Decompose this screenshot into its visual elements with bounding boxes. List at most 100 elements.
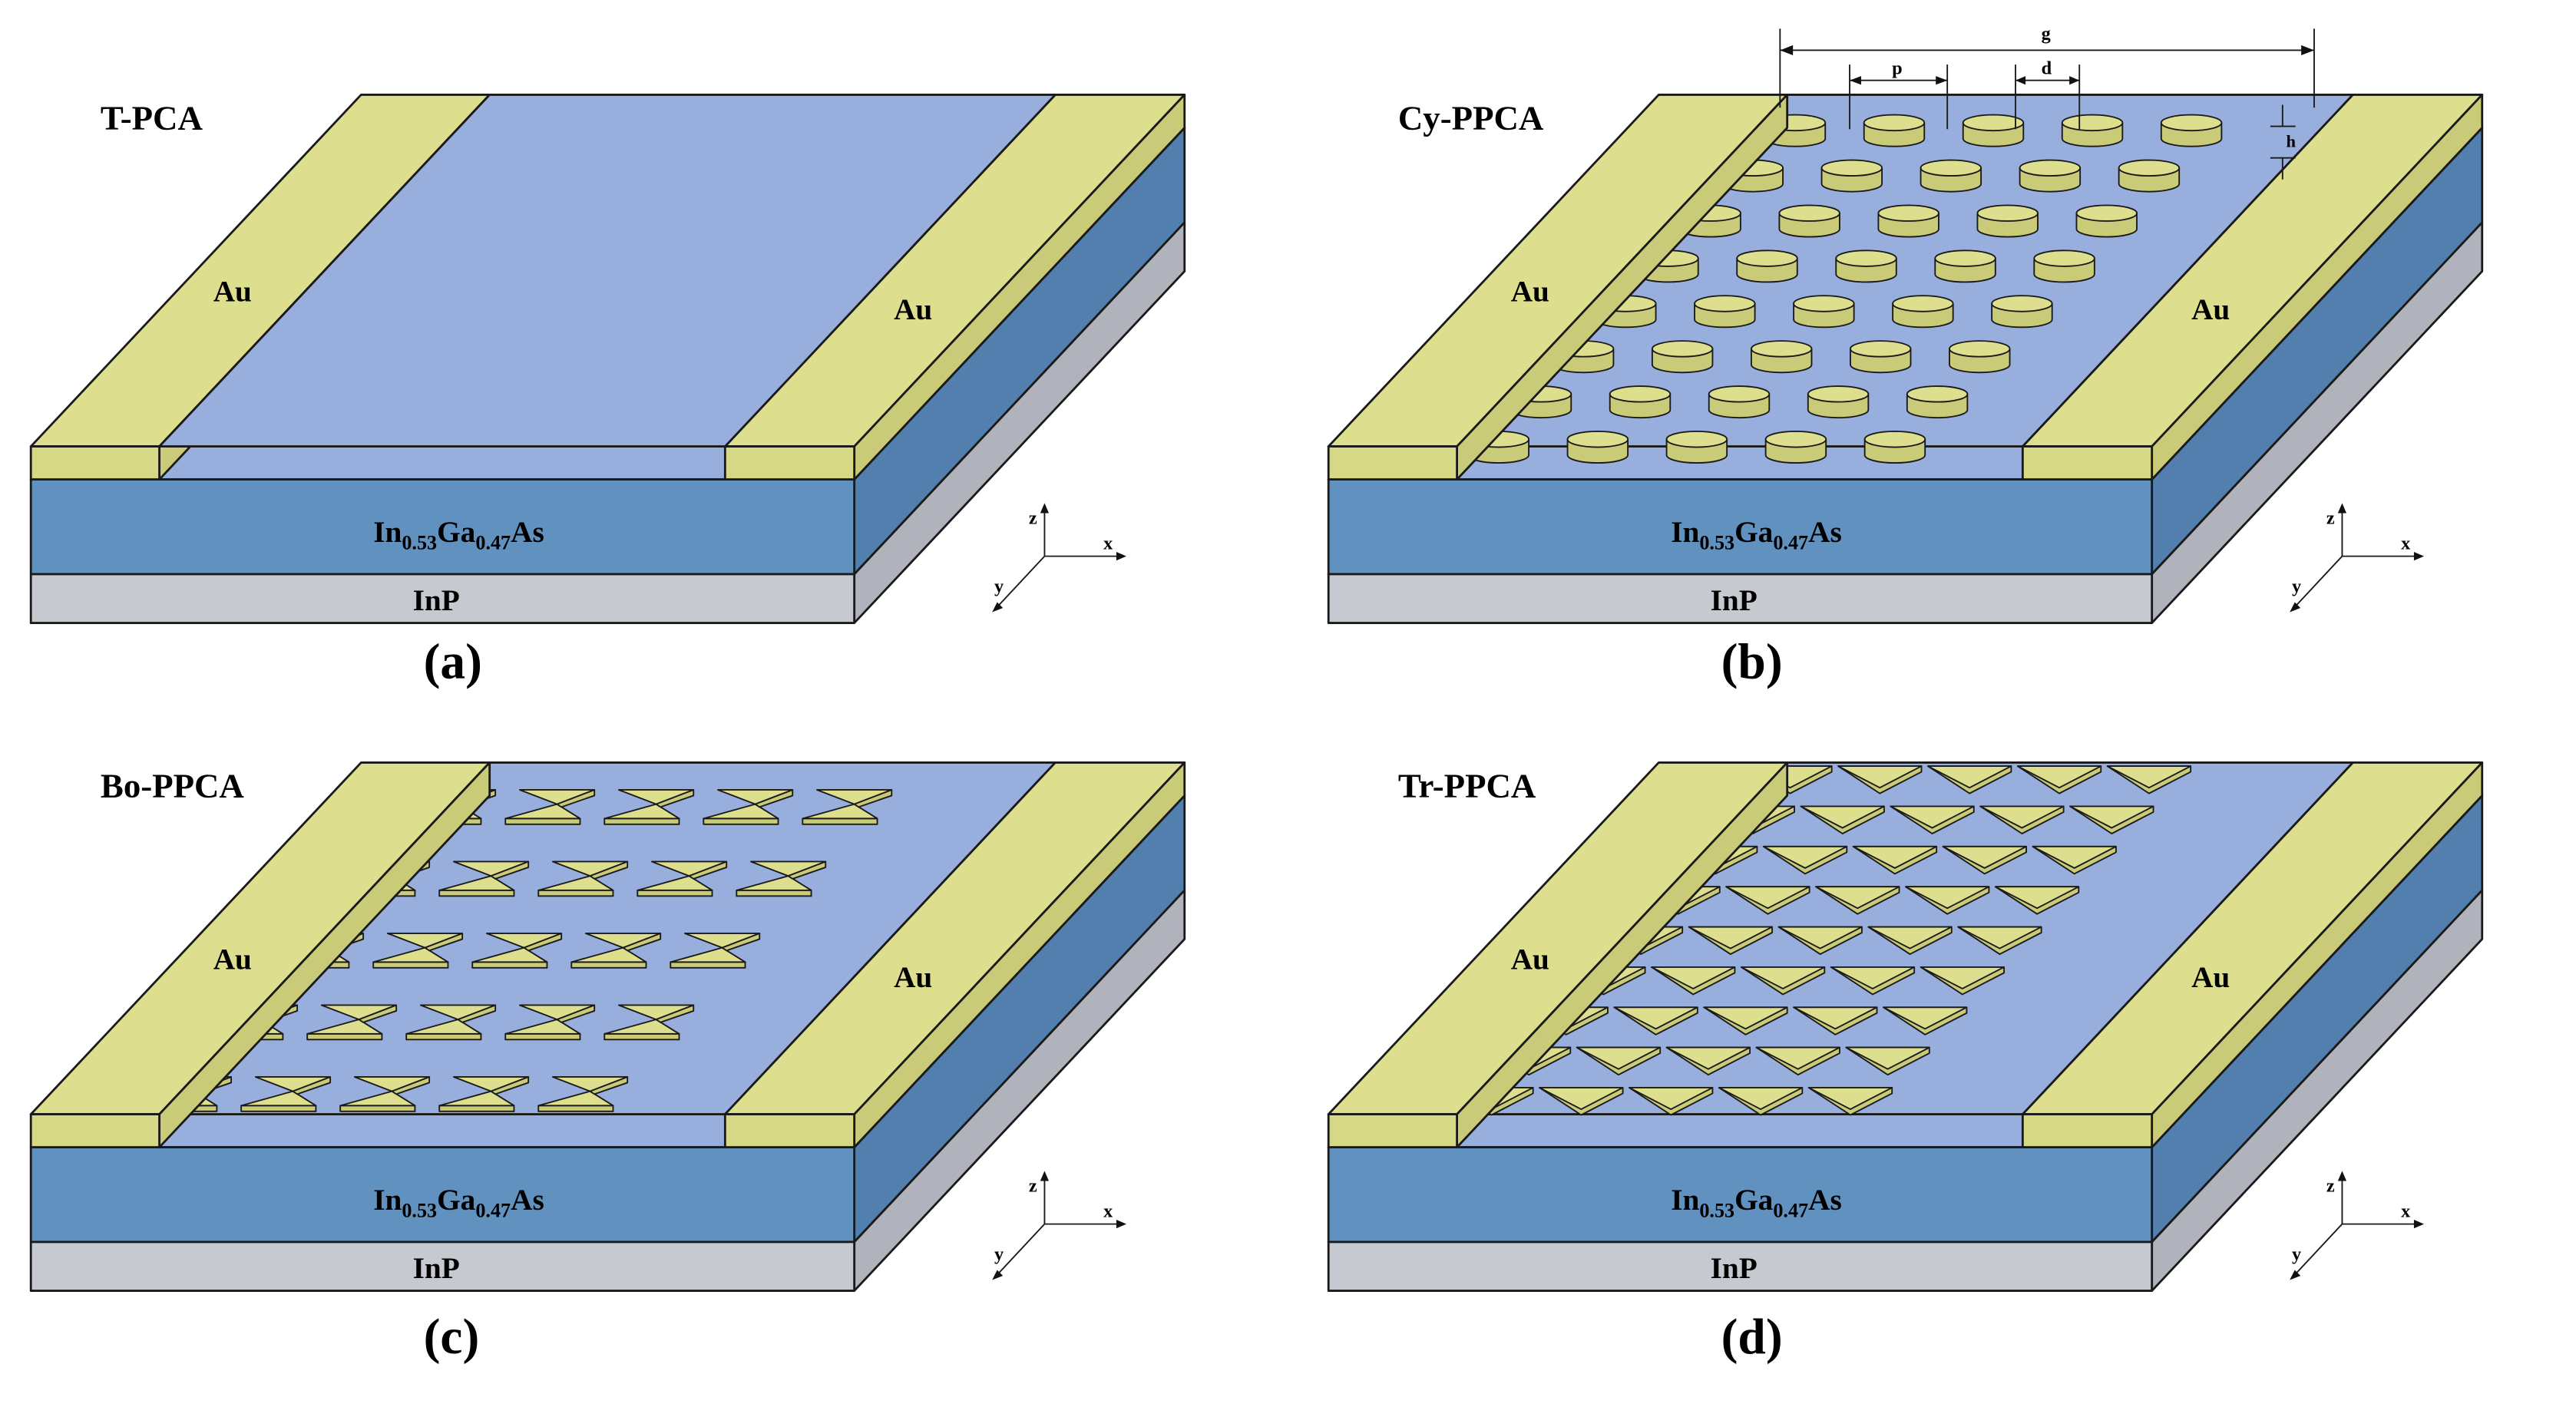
y-axis-label: y bbox=[994, 576, 1004, 596]
coordinate-axes: zxy bbox=[992, 1171, 1127, 1280]
triangle-element bbox=[1852, 845, 1938, 875]
ingaas-layer-label: In0.53Ga0.47As bbox=[1671, 1184, 1842, 1221]
bowtie-element bbox=[405, 1004, 497, 1041]
p-label: p bbox=[1892, 58, 1903, 78]
triangle-element bbox=[1651, 966, 1736, 996]
panel-title: Bo-PPCA bbox=[101, 766, 245, 804]
triangle-element bbox=[1629, 1087, 1714, 1116]
cylinder-element bbox=[1736, 249, 1798, 283]
z-arrow-icon bbox=[2337, 1171, 2347, 1181]
cylinder-element bbox=[1764, 431, 1827, 464]
triangle-element bbox=[1905, 886, 1990, 915]
panel-title: T-PCA bbox=[101, 98, 203, 137]
right-electrode-front bbox=[2021, 1113, 2154, 1148]
right-electrode-front bbox=[2021, 445, 2154, 481]
right-electrode-label: Au bbox=[894, 961, 932, 994]
inp-layer-label: InP bbox=[1711, 1252, 1758, 1285]
ingaas-layer-label: In0.53Ga0.47As bbox=[373, 516, 544, 553]
triangle-array bbox=[1449, 765, 2192, 1116]
y-axis-line bbox=[994, 555, 1046, 611]
y-arrow-icon bbox=[2290, 602, 2301, 613]
triangle-element bbox=[1755, 1046, 1840, 1076]
triangle-element bbox=[1718, 1087, 1804, 1116]
x-axis-label: x bbox=[1103, 533, 1113, 553]
coordinate-axes: z x y bbox=[2290, 503, 2425, 613]
right-electrode-label: Au bbox=[2191, 961, 2230, 994]
triangle-element bbox=[1688, 926, 1773, 956]
y-axis-line bbox=[994, 1223, 1046, 1279]
triangle-element bbox=[1845, 1046, 1930, 1076]
x-arrow-icon bbox=[2413, 552, 2425, 561]
y-arrow-icon bbox=[992, 602, 1004, 613]
triangle-element bbox=[1762, 845, 1848, 875]
triangle-element bbox=[1979, 805, 2065, 834]
panel-caption: (a) bbox=[424, 635, 482, 690]
bowtie-element bbox=[603, 1004, 695, 1041]
triangle-element bbox=[1867, 926, 1953, 956]
x-axis-label: x bbox=[2401, 533, 2411, 553]
inp-layer-label: InP bbox=[413, 584, 460, 617]
bowtie-element bbox=[802, 789, 893, 825]
inp-front-face bbox=[1327, 573, 2154, 624]
triangle-element bbox=[2106, 765, 2192, 794]
x-axis-label: x bbox=[2401, 1201, 2411, 1221]
cylinder-element bbox=[1694, 295, 1756, 329]
panel-title: Tr-PPCA bbox=[1398, 766, 1536, 804]
triangle-element bbox=[1883, 1006, 1968, 1036]
ingaas-layer-label: In0.53Ga0.47As bbox=[1671, 516, 1842, 553]
inp-layer-label: InP bbox=[413, 1252, 460, 1285]
triangle-element bbox=[1539, 1087, 1624, 1116]
panel-d: Tr-PPCA Au Au In0.53Ga0.47As InP (d) zxy bbox=[1327, 761, 2484, 1365]
cylinder-element bbox=[1962, 114, 2025, 147]
triangle-element bbox=[1942, 845, 2027, 875]
cylinder-element bbox=[1863, 431, 1926, 464]
triangle-element bbox=[1703, 1006, 1788, 1036]
y-axis-line bbox=[2291, 1223, 2343, 1279]
cylinder-element bbox=[1566, 431, 1629, 464]
triangle-element bbox=[1830, 966, 1916, 996]
bowtie-element bbox=[504, 789, 596, 825]
x-arrow-icon bbox=[1116, 1220, 1127, 1229]
cylinder-element bbox=[1750, 340, 1813, 374]
triangle-element bbox=[1815, 886, 1900, 915]
g-label: g bbox=[2042, 23, 2051, 44]
panel-a: T-PCA Au Au In0.53Ga0.47As InP (a) zxy bbox=[29, 94, 1186, 690]
y-axis-label: y bbox=[2292, 576, 2301, 596]
cylinder-element bbox=[1934, 249, 1996, 283]
z-arrow-icon bbox=[1040, 1171, 1050, 1181]
z-axis-label: z bbox=[2326, 508, 2335, 529]
cylinder-element bbox=[1708, 385, 1771, 419]
cylinder-element bbox=[1850, 340, 1912, 374]
x-arrow-icon bbox=[2413, 1220, 2425, 1229]
cylinder-element bbox=[1877, 204, 1939, 238]
inp-front-face bbox=[1327, 1240, 2154, 1292]
bowtie-element bbox=[703, 789, 794, 825]
left-electrode-front bbox=[1327, 445, 1458, 481]
panel-caption: (b) bbox=[1721, 635, 1783, 690]
bowtie-element bbox=[537, 860, 629, 897]
cylinder-element bbox=[2061, 114, 2124, 147]
triangle-element bbox=[1613, 1006, 1698, 1036]
bowtie-element bbox=[637, 860, 728, 897]
dimension-annotations: g p d h bbox=[1779, 23, 2315, 180]
cylinder-element bbox=[1807, 385, 1870, 419]
cylinder-element bbox=[2118, 159, 2181, 193]
z-axis-label: z bbox=[2326, 1176, 2335, 1197]
right-electrode-label: Au bbox=[894, 293, 932, 326]
triangle-element bbox=[1920, 966, 2005, 996]
triangle-element bbox=[1807, 1087, 1893, 1116]
triangle-element bbox=[1793, 1006, 1878, 1036]
cylinder-element bbox=[2033, 249, 2095, 283]
cylinder-element bbox=[1892, 295, 1954, 329]
cylinder-element bbox=[1665, 431, 1728, 464]
y-axis-line bbox=[2291, 555, 2343, 611]
left-electrode-label: Au bbox=[213, 943, 252, 976]
left-electrode-label: Au bbox=[1511, 276, 1549, 309]
bowtie-element bbox=[438, 1076, 530, 1112]
z-axis-label: z bbox=[1029, 1176, 1037, 1197]
cylinder-element bbox=[1609, 385, 1672, 419]
triangle-element bbox=[1890, 805, 1975, 834]
d-label: d bbox=[2042, 58, 2052, 78]
coordinate-axes: zxy bbox=[992, 503, 1127, 613]
bowtie-element bbox=[504, 1004, 596, 1041]
